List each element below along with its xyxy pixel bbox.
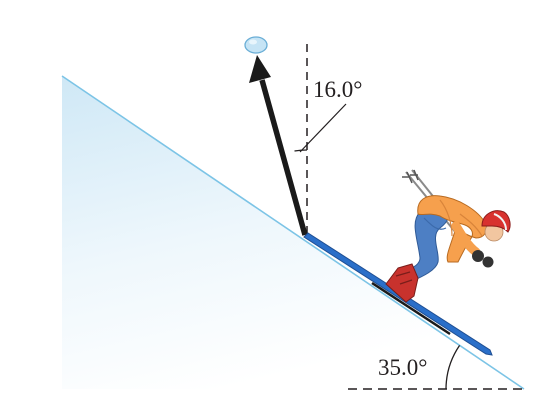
ski-shadow — [371, 281, 451, 336]
slope-edge — [61, 75, 525, 390]
velocity-arrow-head — [249, 55, 271, 83]
angle-leader-16 — [299, 103, 347, 153]
snowball — [244, 36, 268, 54]
snowball-highlight — [249, 39, 257, 45]
skier-glove — [472, 250, 484, 262]
angle-arc-35 — [445, 345, 461, 390]
angle-label-16: 16.0° — [313, 77, 362, 102]
angle-arc-16 — [294, 149, 308, 152]
skier-helmet — [481, 210, 511, 233]
skier-jacket — [417, 195, 487, 263]
velocity-arrow-shaft — [259, 79, 308, 236]
angle-label-35: 35.0° — [378, 355, 427, 380]
skier-pants — [403, 205, 450, 283]
skier-glove — [482, 256, 494, 268]
skier — [385, 169, 511, 303]
